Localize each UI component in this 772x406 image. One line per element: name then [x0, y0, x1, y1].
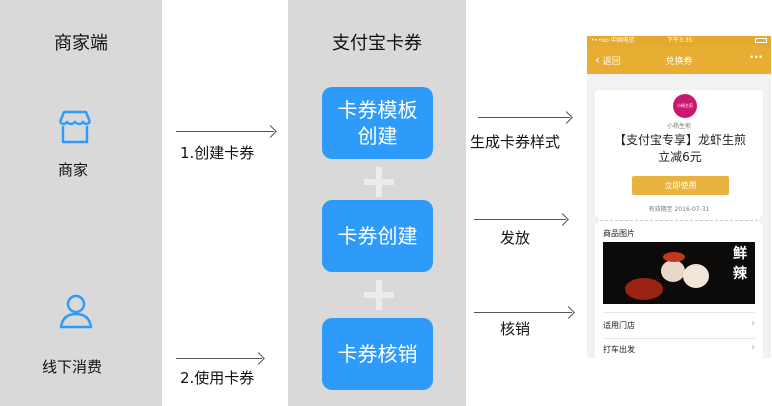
- validity-text: 有效期至 2016-07-31: [648, 206, 710, 213]
- product-image: 鲜辣: [603, 242, 755, 304]
- phone-mockup: •••oo 中国电信 下午3:35 ‹ 返回 兑换券 ··· 小杨生煎 小杨生煎…: [587, 36, 771, 358]
- row-separator: [603, 312, 755, 313]
- nav-title: 兑换券: [665, 57, 693, 67]
- template-creation-step: 卡券模板 创建: [322, 87, 433, 159]
- merchant-column-bg: [0, 0, 162, 406]
- brand-name: 小杨生煎: [666, 123, 691, 130]
- use-flow-label: 2.使用卡券: [180, 369, 255, 387]
- shop-label: 商家: [58, 161, 89, 179]
- template-creation-label: 卡券模板 创建: [337, 98, 418, 148]
- product-image-label: 商品图片: [603, 229, 635, 238]
- issue-arrow: [474, 219, 566, 220]
- offline-consumption-label: 线下消费: [42, 358, 103, 376]
- offer-title: 【支付宝专享】龙虾生煎立减6元: [613, 133, 746, 164]
- generate-arrow: [478, 117, 570, 118]
- user-icon: [59, 294, 93, 329]
- perforation-notch: [591, 216, 599, 224]
- coupon-creation-step: 卡券创建: [322, 200, 433, 272]
- perforation-notch: [759, 216, 767, 224]
- verify-arrow: [474, 312, 572, 313]
- coupon-verification-step: 卡券核销: [322, 318, 433, 390]
- status-bar: •••oo 中国电信 下午3:35: [587, 36, 771, 46]
- generate-style-label: 生成卡券样式: [470, 133, 561, 151]
- taxi-row[interactable]: 打车出发 ›: [595, 340, 763, 358]
- more-icon[interactable]: ···: [749, 50, 763, 64]
- product-image-caption: 鲜辣: [733, 246, 747, 282]
- verify-label: 核销: [500, 320, 531, 338]
- merchant-column-title: 商家端: [54, 33, 108, 54]
- plus-icon: [364, 167, 394, 197]
- carrier-text: •••oo 中国电信: [591, 37, 635, 44]
- use-flow-arrow: [176, 358, 262, 359]
- row-separator: [603, 338, 755, 339]
- taxi-label: 打车出发: [603, 345, 635, 354]
- perforation-line: [595, 220, 763, 221]
- product-crayfish-top: [663, 252, 685, 262]
- brand-logo: 小杨生煎: [673, 94, 697, 118]
- coupon-creation-label: 卡券创建: [337, 224, 418, 248]
- create-flow-arrow: [176, 131, 274, 132]
- issue-label: 发放: [500, 229, 531, 247]
- back-button[interactable]: ‹ 返回: [595, 53, 621, 67]
- product-dumpling-left: [661, 260, 685, 282]
- product-dumpling-right: [683, 264, 709, 288]
- battery-icon: [755, 38, 767, 43]
- chevron-right-icon: ›: [751, 342, 755, 353]
- create-flow-label: 1.创建卡券: [180, 144, 255, 162]
- product-crayfish: [625, 278, 663, 300]
- stores-label: 适用门店: [603, 321, 635, 330]
- time-text: 下午3:35: [667, 37, 693, 44]
- back-chevron-icon: ‹: [595, 53, 600, 67]
- alipay-column-title: 支付宝卡券: [332, 33, 422, 54]
- back-label: 返回: [602, 57, 621, 67]
- coupon-verification-label: 卡券核销: [337, 342, 418, 366]
- coupon-card: 小杨生煎 小杨生煎 【支付宝专享】龙虾生煎立减6元 立即使用 有效期至 2016…: [591, 90, 767, 358]
- stores-row[interactable]: 适用门店 ›: [595, 314, 763, 336]
- chevron-right-icon: ›: [751, 318, 755, 329]
- plus-icon: [364, 280, 394, 310]
- shop-icon: [58, 110, 92, 144]
- use-now-button[interactable]: 立即使用: [632, 176, 729, 195]
- nav-bar: ‹ 返回 兑换券 ···: [587, 46, 771, 74]
